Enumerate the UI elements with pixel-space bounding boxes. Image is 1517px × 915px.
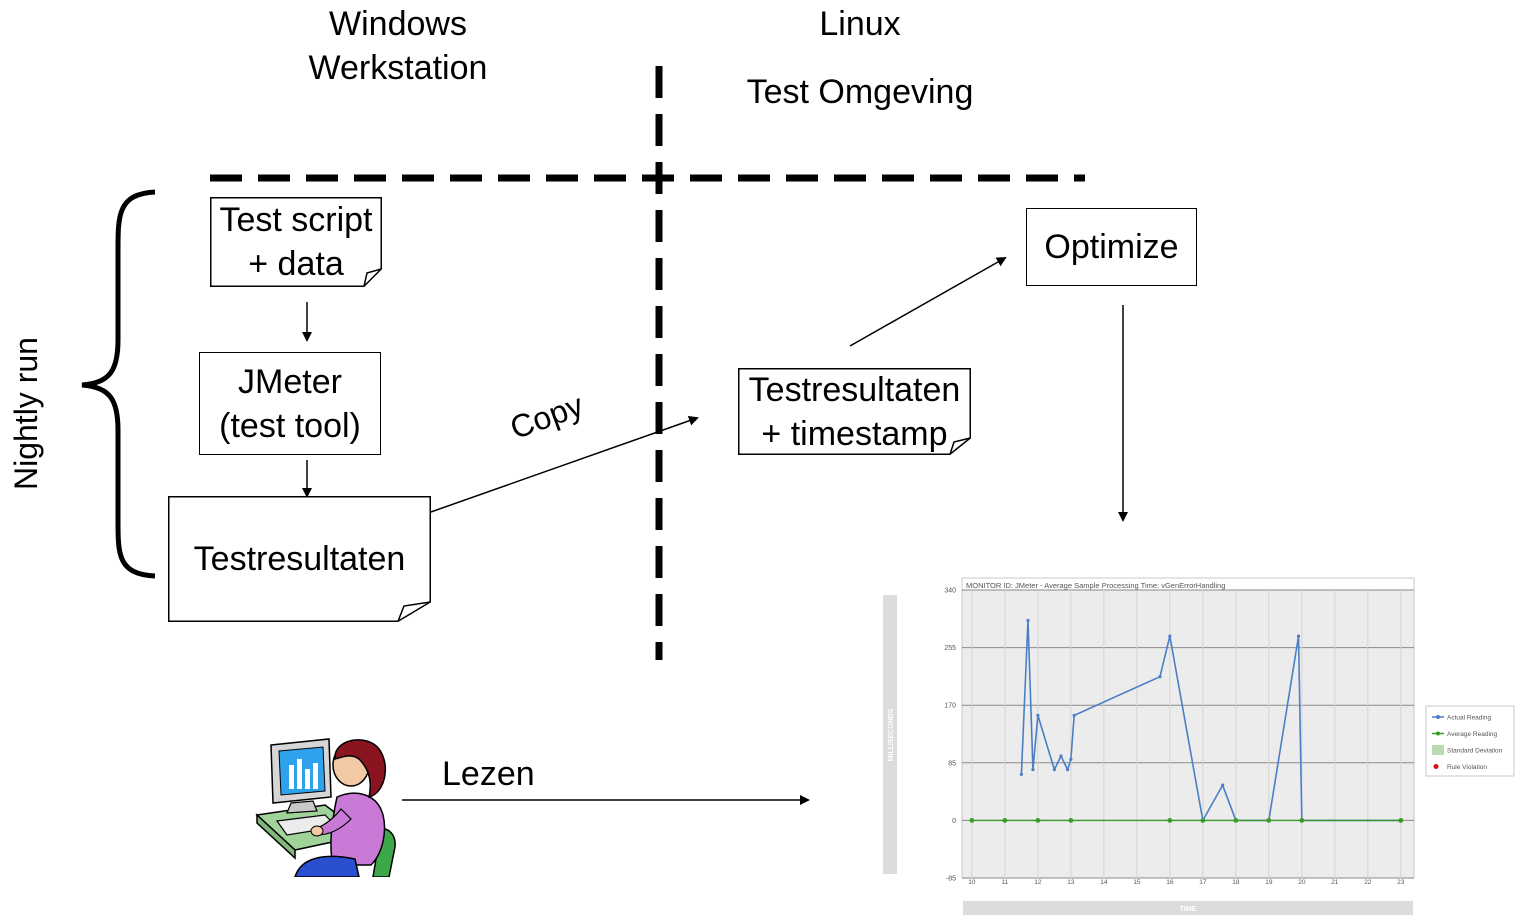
legend-swatch [1433,764,1439,769]
data-point [1299,818,1305,823]
testresultaten-label: Testresultaten [193,540,406,578]
y-axis-label-bar [883,595,897,874]
y-tick-label: 255 [944,645,956,652]
y-tick-labels: 340 255 170 85 0 -85 [944,588,956,883]
data-point [1072,713,1076,717]
x-axis-label: TIME [1180,906,1197,913]
data-point [1168,634,1172,638]
y-tick-label: 340 [944,588,956,595]
test-script-document: Test script + data [210,197,382,287]
x-tick-label: 13 [1067,879,1075,886]
data-point [1221,783,1225,787]
data-point [1068,818,1074,823]
data-point [1167,818,1173,823]
jmeter-box: JMeter (test tool) [199,352,381,455]
data-point [969,818,975,823]
x-axis-label-bar [963,901,1413,915]
series-layer [969,618,1404,823]
data-point [1296,634,1301,638]
legend-label: Actual Reading [1447,715,1491,722]
legend-label: Standard Deviation [1447,748,1503,755]
testresultaten-timestamp-label: Testresultaten + timestamp [748,370,961,453]
series-line [1020,620,1401,823]
y-tick-label: -85 [946,876,956,883]
data-point [1035,818,1041,823]
x-tick-label: 17 [1199,879,1207,886]
data-point [1059,754,1063,758]
x-tick-label: 11 [1002,879,1009,886]
y-tick-label: 170 [944,703,956,710]
x-tick-label: 23 [1397,879,1405,886]
y-tick-label: 0 [952,818,956,825]
legend-swatch-marker [1436,731,1440,736]
x-tick-label: 15 [1133,879,1141,886]
legend-label: Average Reading [1447,731,1497,738]
x-tick-label: 10 [968,879,976,886]
data-point [1065,767,1070,772]
data-point [1069,757,1073,762]
x-tick-labels: 10 11 12 13 14 15 16 17 18 19 20 21 22 23 [968,879,1405,886]
y-tick-label: 85 [948,760,956,767]
x-tick-label: 14 [1100,879,1108,886]
arrow-copy [427,415,699,514]
optimize-box: Optimize [1026,208,1197,286]
testresultaten-timestamp-document: Testresultaten + timestamp [738,368,971,455]
x-tick-label: 12 [1034,879,1042,886]
data-point [1026,618,1030,623]
nightly-run-label: Nightly run [8,337,44,490]
chart-title: MONITOR ID: JMeter - Average Sample Proc… [966,581,1225,590]
x-tick-label: 18 [1232,879,1240,886]
x-tick-label: 21 [1331,879,1339,886]
arrow-to-optimize [849,257,1007,347]
data-point [1233,818,1239,823]
x-tick-label: 22 [1364,879,1372,886]
test-script-label: Test script + data [219,201,373,283]
y-axis-label: MILLISECONDS [888,708,895,761]
x-tick-label: 20 [1298,879,1306,886]
linux-header: Linux [819,5,901,43]
monitor-chart: MILLISECONDS MONITOR ID: JMeter - Averag… [883,577,1515,915]
lezen-label: Lezen [442,755,535,793]
data-point [1398,818,1404,823]
nightly-brace [81,189,156,579]
data-point [1266,818,1272,823]
data-point [1052,767,1056,772]
data-point [1158,675,1162,679]
data-point [1200,818,1206,823]
data-point [1019,772,1023,776]
legend-label: Rule Violation [1447,764,1487,771]
data-point [1036,713,1040,717]
x-tick-label: 19 [1265,879,1273,886]
test-environment-header: Test Omgeving [746,73,974,111]
data-point [1002,818,1008,823]
document-shape [168,496,431,622]
document-shape [738,368,971,455]
legend-swatch-marker [1436,715,1440,719]
document-shape [210,197,382,287]
person-at-computer-icon [255,738,396,877]
testresultaten-document: Testresultaten [168,496,431,622]
x-tick-label: 16 [1166,879,1174,886]
data-point [1031,767,1035,772]
legend-swatch [1432,745,1444,755]
windows-header: Windows Werkstation [308,5,488,87]
